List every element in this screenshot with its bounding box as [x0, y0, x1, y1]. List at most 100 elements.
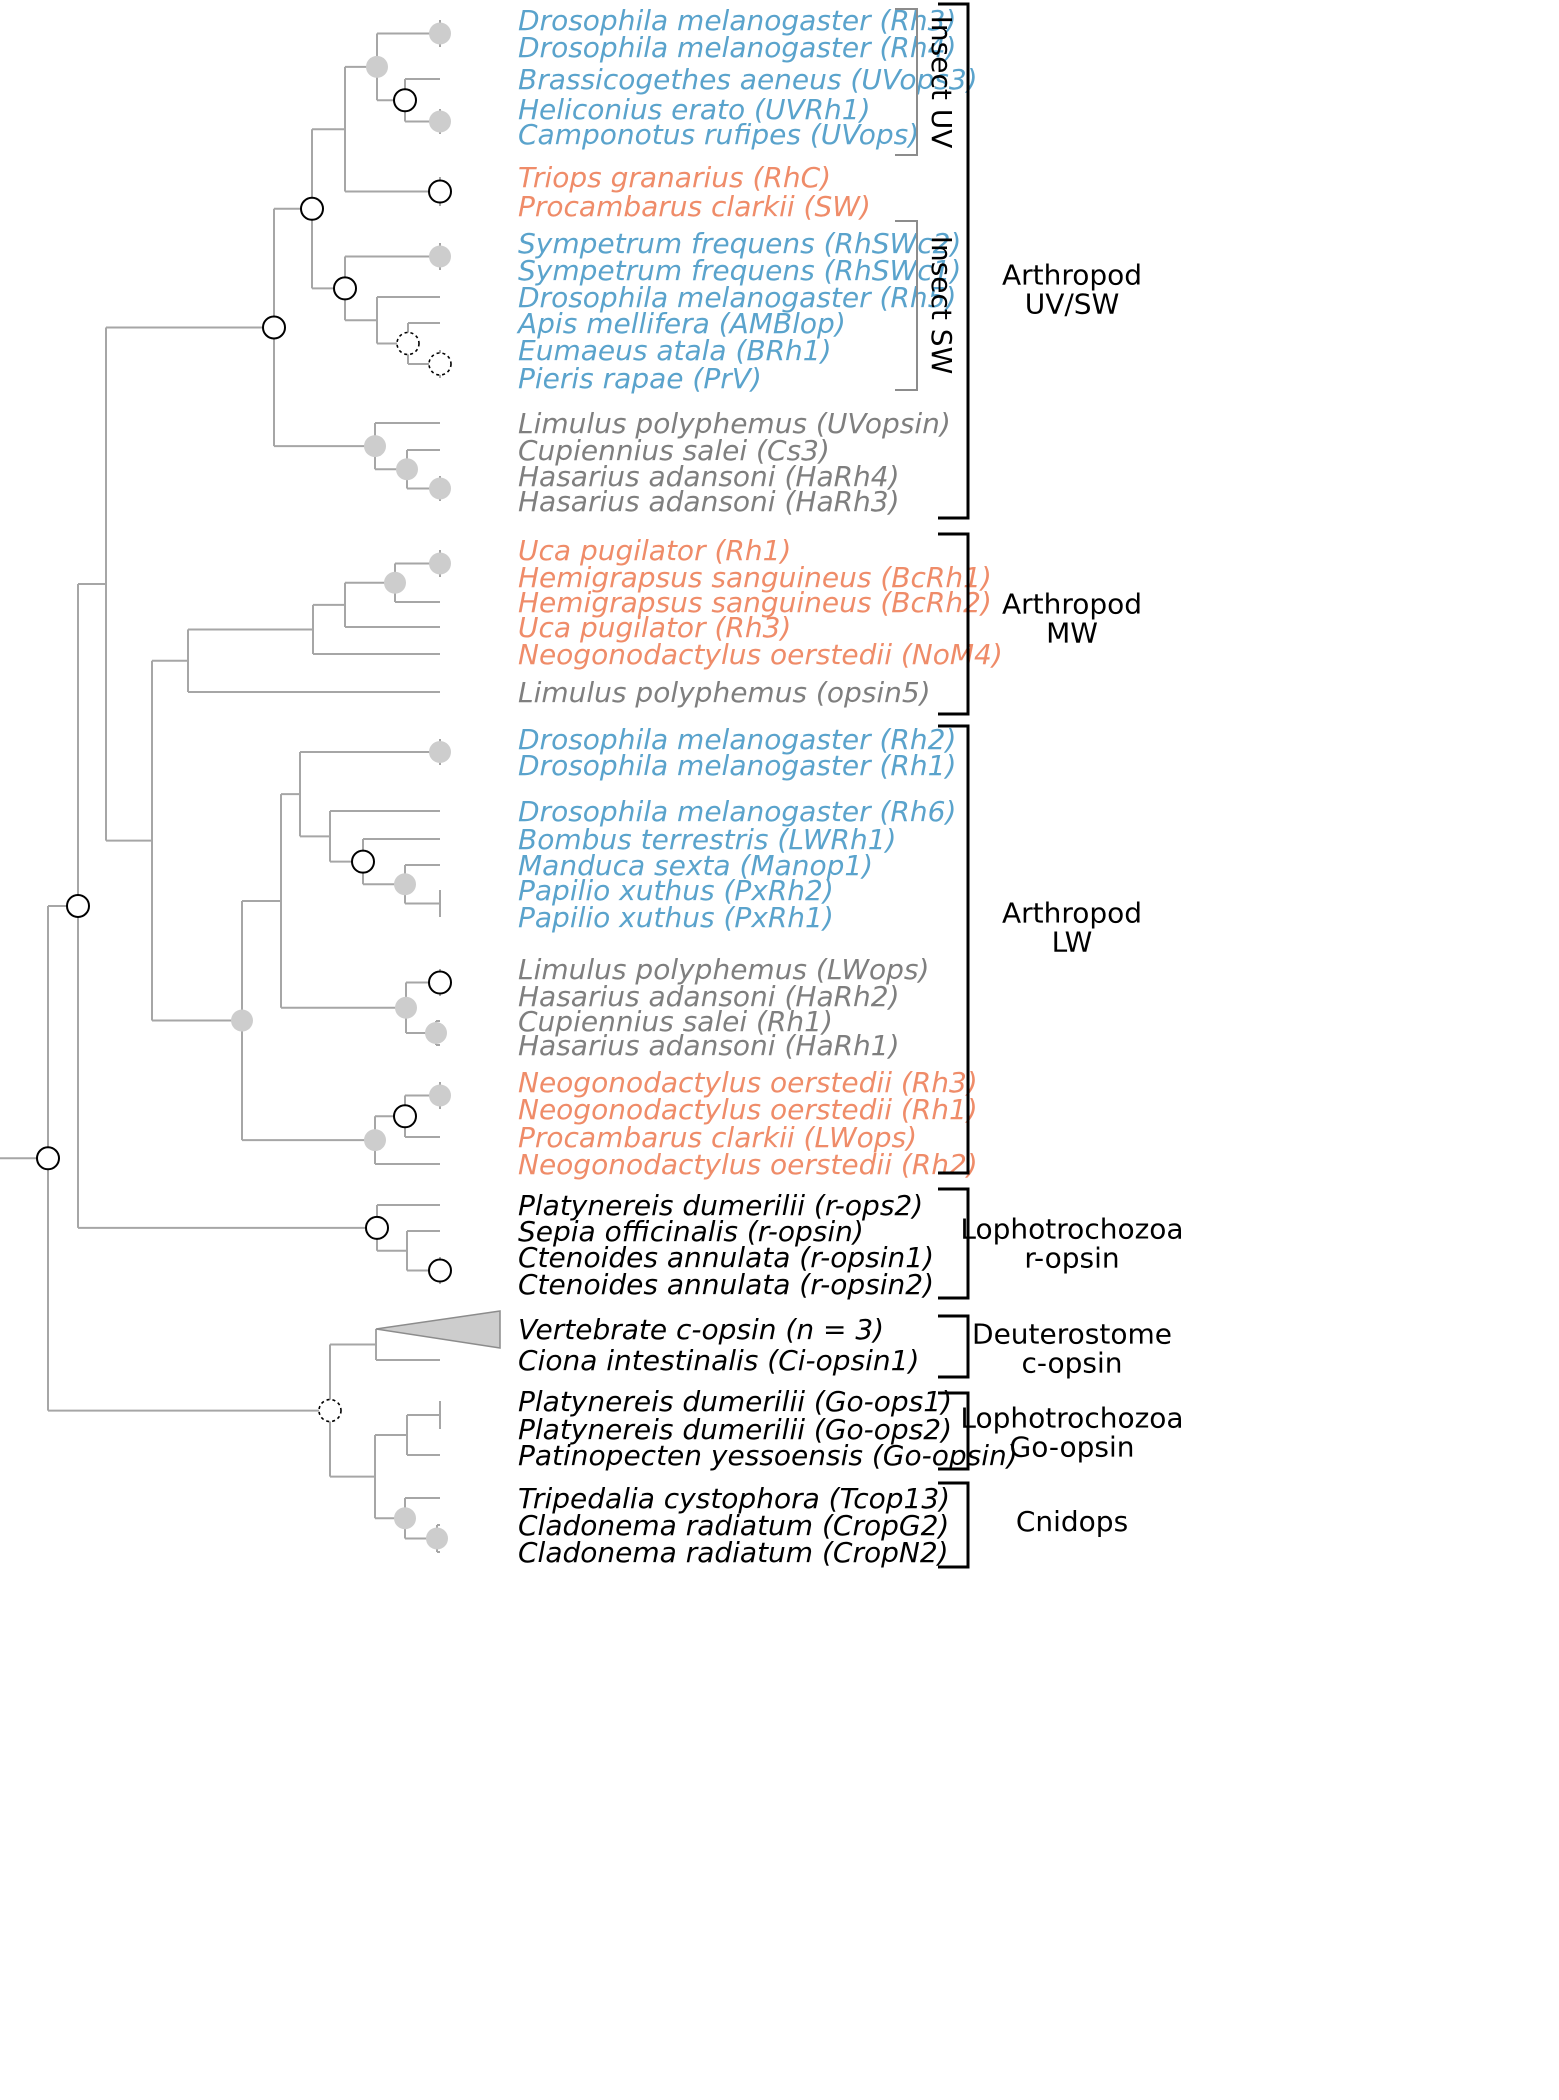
clade-label: UV/SW	[1025, 288, 1120, 321]
leaf-label: Hemigrapsus sanguineus (BcRh2)	[518, 586, 992, 619]
filled-node-5	[429, 245, 451, 268]
filled-node-3	[366, 55, 388, 78]
clade-bracket	[938, 2, 970, 520]
filled-node-17	[394, 873, 416, 896]
inner-clade-label: Insect SW	[925, 236, 958, 375]
filled-node-22	[429, 1084, 451, 1107]
leaf-label: Cladonema radiatum (CropG2)	[518, 1509, 949, 1542]
filled-node-24	[364, 1129, 386, 1152]
open-node-23	[393, 1104, 417, 1129]
collapsed-clade-triangle	[375, 1310, 501, 1349]
leaf-label: Ctenoides annulata (r-opsin1)	[518, 1241, 934, 1274]
leaf-label: Uca pugilator (Rh1)	[518, 534, 791, 567]
tree-nodes	[36, 22, 452, 1550]
open-node-19	[428, 970, 452, 995]
leaf-label: Eumaeus atala (BRh1)	[518, 334, 832, 367]
leaf-label: Cupiennius salei (Rh1)	[518, 1005, 833, 1038]
leaf-label: Sympetrum frequens (RhSWc2)	[518, 227, 961, 260]
leaf-label: Cupiennius salei (Cs3)	[518, 434, 830, 467]
leaf-label: Apis mellifera (AMBlop)	[516, 307, 846, 340]
clade-bracket	[938, 1314, 970, 1379]
clade-label: r-opsin	[1024, 1242, 1119, 1275]
leaf-label: Uca pugilator (Rh3)	[518, 611, 791, 644]
filled-node-29	[426, 1527, 448, 1550]
leaf-label: Drosophila melanogaster (Rh2)	[518, 723, 956, 756]
filled-node-10	[429, 477, 451, 500]
leaf-label: Drosophila melanogaster (Rh6)	[518, 795, 956, 828]
filled-node-30	[394, 1507, 416, 1530]
open-node-9	[300, 196, 324, 221]
clade-bracket	[938, 532, 970, 716]
clade-bracket	[938, 724, 970, 1175]
filled-node-20	[425, 1022, 447, 1044]
dashed-node-6	[428, 352, 452, 376]
leaf-label: Camponotus rufipes (UVops)	[518, 118, 919, 151]
clade-label: Arthropod	[1002, 588, 1142, 621]
leaf-label: Neogonodactylus oerstedii (NoM4)	[518, 638, 1003, 671]
filled-node-25	[231, 1009, 253, 1032]
leaf-label: Patinopecten yessoensis (Go-opsin)	[518, 1439, 1018, 1472]
open-node-32	[36, 1146, 60, 1171]
leaf-label: Heliconius erato (UVRh1)	[518, 93, 871, 126]
leaf-label: Drosophila melanogaster (Rh1)	[518, 749, 956, 782]
leaf-label: Vertebrate c-opsin (n = 3)	[518, 1313, 884, 1346]
clade-label: Arthropod	[1002, 259, 1142, 292]
open-node-26	[428, 1258, 452, 1283]
leaf-label: Procambarus clarkii (SW)	[518, 190, 871, 223]
leaf-label: Limulus polyphemus (UVopsin)	[518, 407, 951, 440]
clade-label: LW	[1052, 926, 1093, 959]
leaf-label: Procambarus clarkii (LWops)	[518, 1121, 917, 1154]
open-node-8	[333, 276, 357, 301]
inner-clade-label: Insect UV	[925, 16, 958, 149]
filled-node-0	[429, 22, 451, 45]
leaf-label: Manduca sexta (Manop1)	[518, 849, 873, 882]
leaf-label: Ciona intestinalis (Ci-opsin1)	[518, 1344, 919, 1377]
leaf-label: Pieris rapae (PrV)	[518, 362, 762, 395]
leaf-label: Hemigrapsus sanguineus (BcRh1)	[518, 561, 992, 594]
clade-label: Arthropod	[1002, 897, 1142, 930]
tree-branches	[0, 20, 501, 1553]
filled-node-11	[396, 458, 418, 481]
leaf-label: Neogonodactylus oerstedii (Rh1)	[518, 1093, 978, 1126]
open-node-28	[66, 893, 90, 918]
clade-bracket	[938, 1481, 970, 1569]
dashed-node-31	[318, 1398, 342, 1423]
clade-label: Cnidops	[1016, 1505, 1128, 1538]
leaf-label: Limulus polyphemus (LWops)	[518, 953, 929, 986]
leaf-label: Bombus terrestris (LWRh1)	[518, 823, 896, 856]
leaf-labels: Drosophila melanogaster (Rh3)Drosophila …	[516, 4, 1018, 1569]
dashed-node-7	[396, 331, 420, 356]
clade-label: Go-opsin	[1010, 1431, 1135, 1464]
leaf-label: Papilio xuthus (PxRh2)	[518, 874, 834, 907]
leaf-label: Hasarius adansoni (HaRh2)	[518, 980, 900, 1013]
filled-node-15	[384, 571, 406, 594]
open-node-2	[393, 88, 417, 113]
leaf-label: Papilio xuthus (PxRh1)	[518, 901, 834, 934]
leaf-label: Neogonodactylus oerstedii (Rh3)	[518, 1066, 978, 1099]
clade-label: c-opsin	[1021, 1347, 1122, 1380]
leaf-label: Sympetrum frequens (RhSWc1)	[518, 254, 961, 287]
clade-label: Lophotrochozoa	[960, 1213, 1183, 1246]
leaf-label: Ctenoides annulata (r-opsin2)	[518, 1268, 934, 1301]
clade-label: Deuterostome	[972, 1318, 1172, 1351]
leaf-label: Cladonema radiatum (CropN2)	[518, 1536, 949, 1569]
leaf-label: Platynereis dumerilii (r-ops2)	[518, 1189, 923, 1222]
leaf-label: Hasarius adansoni (HaRh1)	[518, 1029, 900, 1062]
filled-node-21	[395, 996, 417, 1019]
clade-label: MW	[1046, 617, 1098, 650]
inner-clade-bracket	[895, 220, 918, 391]
leaf-label: Tripedalia cystophora (Tcop13)	[518, 1482, 950, 1515]
leaf-label: Drosophila melanogaster (Rh5)	[518, 281, 956, 314]
leaf-label: Sepia officinalis (r-opsin)	[518, 1215, 864, 1248]
clade-bracket	[938, 1391, 970, 1471]
clade-label: Lophotrochozoa	[960, 1402, 1183, 1435]
leaf-label: Platynereis dumerilii (Go-ops1)	[518, 1385, 952, 1418]
filled-node-12	[364, 435, 386, 458]
leaf-label: Drosophila melanogaster (Rh4)	[518, 31, 956, 64]
filled-node-1	[429, 110, 451, 133]
leaf-label: Hasarius adansoni (HaRh3)	[518, 485, 900, 518]
open-node-18	[351, 849, 375, 874]
filled-node-16	[429, 741, 451, 763]
